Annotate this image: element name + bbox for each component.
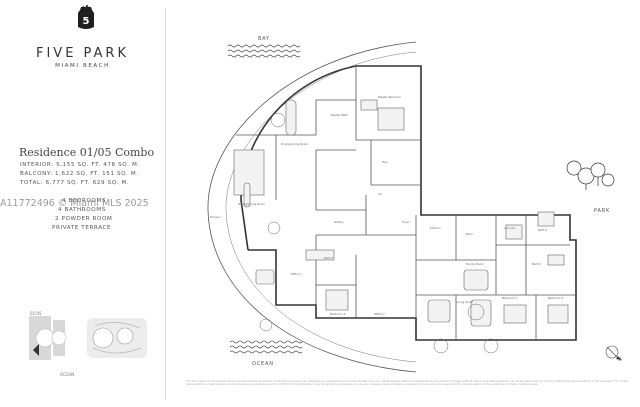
room-laundry: Laundry [504, 226, 516, 230]
keyplan-diagram [29, 316, 147, 360]
balcony-outline [207, 41, 417, 373]
room-bath-3: Bath 3 [324, 256, 334, 260]
room-bedroom-4: Bedroom 4 [548, 296, 564, 300]
room-office-2: Office 2 [374, 312, 385, 316]
logo-numeral: 5 [83, 16, 90, 27]
label-park: PARK [594, 208, 611, 214]
compass-icon [605, 345, 622, 360]
room-bedroom-2: Bedroom 2 [502, 296, 518, 300]
residence-title: Residence 01/05 Combo [19, 146, 155, 159]
room-foyer: Foyer [402, 220, 410, 224]
room-master-bedroom: Master Bedroom [378, 95, 402, 99]
label-ocean: OCEAN [252, 361, 274, 367]
spec-powder-room: 2 POWDER ROOM [55, 216, 113, 222]
room-gallery: Gallery [334, 220, 344, 224]
park-trees-icon [566, 160, 615, 190]
bay-water-icon [227, 44, 301, 58]
spec-bedrooms: 4 BEDROOMS [62, 198, 107, 204]
room-den: Den [382, 160, 388, 164]
furniture [233, 99, 569, 327]
mls-watermark: A11772496 © Miami MLS 2025 [0, 198, 149, 209]
keyplan-ocean-label: OCEAN [60, 372, 75, 377]
brand-name: FIVE PARK [35, 46, 129, 61]
label-compass: N [618, 357, 622, 362]
label-bay: BAY [258, 36, 270, 42]
room-bath-2: Bath 2 [532, 262, 542, 266]
spec-balcony: BALCONY: 1,622 SQ. FT. 151 SQ. M. [20, 171, 139, 177]
room-bath-4: Bath 4 [538, 228, 548, 232]
column-divider [165, 8, 166, 400]
legal-disclaimer: The floor plans and dimensions shown are… [186, 380, 629, 387]
room-family-room: Family Room [466, 262, 484, 266]
five-park-logo: 5 [78, 5, 94, 29]
room-office-1: Office 1 [291, 272, 302, 276]
info-panel: 5 FIVE PARK MIAMI BEACH Residence 01/05 … [0, 0, 165, 403]
interior-walls [236, 66, 576, 340]
brand-location: MIAMI BEACH [55, 63, 110, 69]
room-kitchen: Kitchen [430, 226, 441, 230]
room-dining-living-top: Dining/Living Room [281, 142, 309, 146]
floor-plan: BAY OCEAN PARK N Master Bath Master Bedr… [166, 0, 640, 403]
room-bedroom-3: Bedroom 3 [330, 312, 346, 316]
room-dining-living: Dining/Living Room [238, 202, 266, 206]
spec-bathrooms: 4 BATHROOMS [58, 207, 106, 213]
room-powder: Pwdr [466, 232, 473, 236]
room-terrace: Terrace [210, 215, 221, 219]
spec-total: TOTAL: 6,777 SQ. FT. 629 SQ. M. [20, 180, 130, 186]
spec-interior: INTERIOR: 5,155 SQ. FT. 478 SQ. M. [20, 162, 140, 168]
round-tables [259, 112, 499, 354]
room-ac: AC [378, 192, 382, 196]
floor-plan-drawing [207, 41, 622, 373]
spec-terrace: PRIVATE TERRACE [52, 225, 112, 231]
room-living-room: Living Room [456, 300, 474, 304]
room-master-bath: Master Bath [331, 113, 348, 117]
keyplan-unit-label: 01/05 [30, 311, 42, 316]
ocean-water-icon [229, 340, 303, 354]
